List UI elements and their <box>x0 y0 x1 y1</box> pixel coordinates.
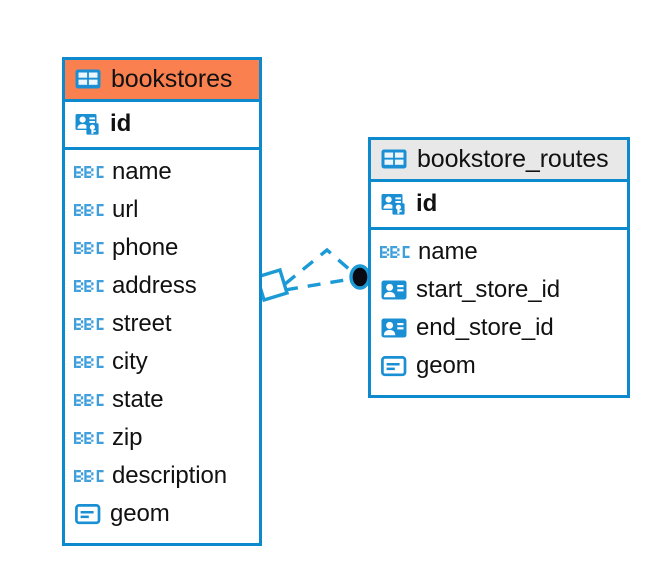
field-label: name <box>418 238 478 265</box>
field-label: address <box>112 272 197 299</box>
relationship-line-lower <box>284 276 358 292</box>
primary-key-section: id <box>371 182 627 230</box>
field-label: id <box>110 110 132 137</box>
field-row-name[interactable]: name <box>74 153 249 191</box>
field-label: url <box>112 196 139 223</box>
text-abc-icon <box>74 316 104 332</box>
field-row-address[interactable]: address <box>74 267 249 305</box>
field-label: state <box>112 386 164 413</box>
text-abc-icon <box>74 240 104 256</box>
text-abc-icon <box>74 430 104 446</box>
field-row-state[interactable]: state <box>74 381 249 419</box>
entity-table-bookstores[interactable]: bookstores id <box>62 57 262 546</box>
entity-header-bookstores[interactable]: bookstores <box>65 60 259 102</box>
field-label: description <box>112 462 227 489</box>
field-row-city[interactable]: city <box>74 343 249 381</box>
field-label: city <box>112 348 148 375</box>
field-row-start-store-id[interactable]: start_store_id <box>380 271 617 309</box>
primary-key-icon <box>380 190 408 218</box>
text-abc-icon <box>380 244 410 260</box>
entity-header-bookstore-routes[interactable]: bookstore_routes <box>371 140 627 182</box>
text-abc-icon <box>74 278 104 294</box>
field-row-description[interactable]: description <box>74 457 249 495</box>
primary-key-section: id <box>65 102 259 150</box>
table-icon <box>380 145 408 173</box>
field-row-street[interactable]: street <box>74 305 249 343</box>
table-icon <box>74 65 102 93</box>
field-section-bookstores: name <box>65 150 259 539</box>
foreign-key-icon <box>380 276 408 304</box>
field-label: name <box>112 158 172 185</box>
field-row-geom[interactable]: geom <box>74 495 249 533</box>
field-row-end-store-id[interactable]: end_store_id <box>380 309 617 347</box>
field-label: geom <box>416 352 476 379</box>
text-abc-icon <box>74 392 104 408</box>
geometry-icon <box>74 500 102 528</box>
field-label: street <box>112 310 172 337</box>
field-row-geom[interactable]: geom <box>380 347 617 385</box>
field-row-id[interactable]: id <box>380 185 617 223</box>
field-row-id[interactable]: id <box>74 105 249 143</box>
field-label: phone <box>112 234 179 261</box>
geometry-icon <box>380 352 408 380</box>
field-row-zip[interactable]: zip <box>74 419 249 457</box>
text-abc-icon <box>74 164 104 180</box>
entity-title: bookstore_routes <box>417 145 609 173</box>
filled-circle-marker <box>349 264 371 290</box>
field-section-bookstore-routes: name start_store_id <box>371 230 627 391</box>
foreign-key-icon <box>380 314 408 342</box>
field-row-url[interactable]: url <box>74 191 249 229</box>
relationship-line-upper <box>283 247 359 286</box>
field-label: end_store_id <box>416 314 554 341</box>
field-label: start_store_id <box>416 276 561 303</box>
field-row-name[interactable]: name <box>380 233 617 271</box>
entity-table-bookstore-routes[interactable]: bookstore_routes <box>368 137 630 398</box>
field-row-phone[interactable]: phone <box>74 229 249 267</box>
text-abc-icon <box>74 468 104 484</box>
text-abc-icon <box>74 354 104 370</box>
field-label: zip <box>112 424 143 451</box>
field-label: geom <box>110 500 170 527</box>
field-label: id <box>416 190 438 217</box>
primary-key-icon <box>74 110 102 138</box>
entity-title: bookstores <box>111 65 233 93</box>
text-abc-icon <box>74 202 104 218</box>
